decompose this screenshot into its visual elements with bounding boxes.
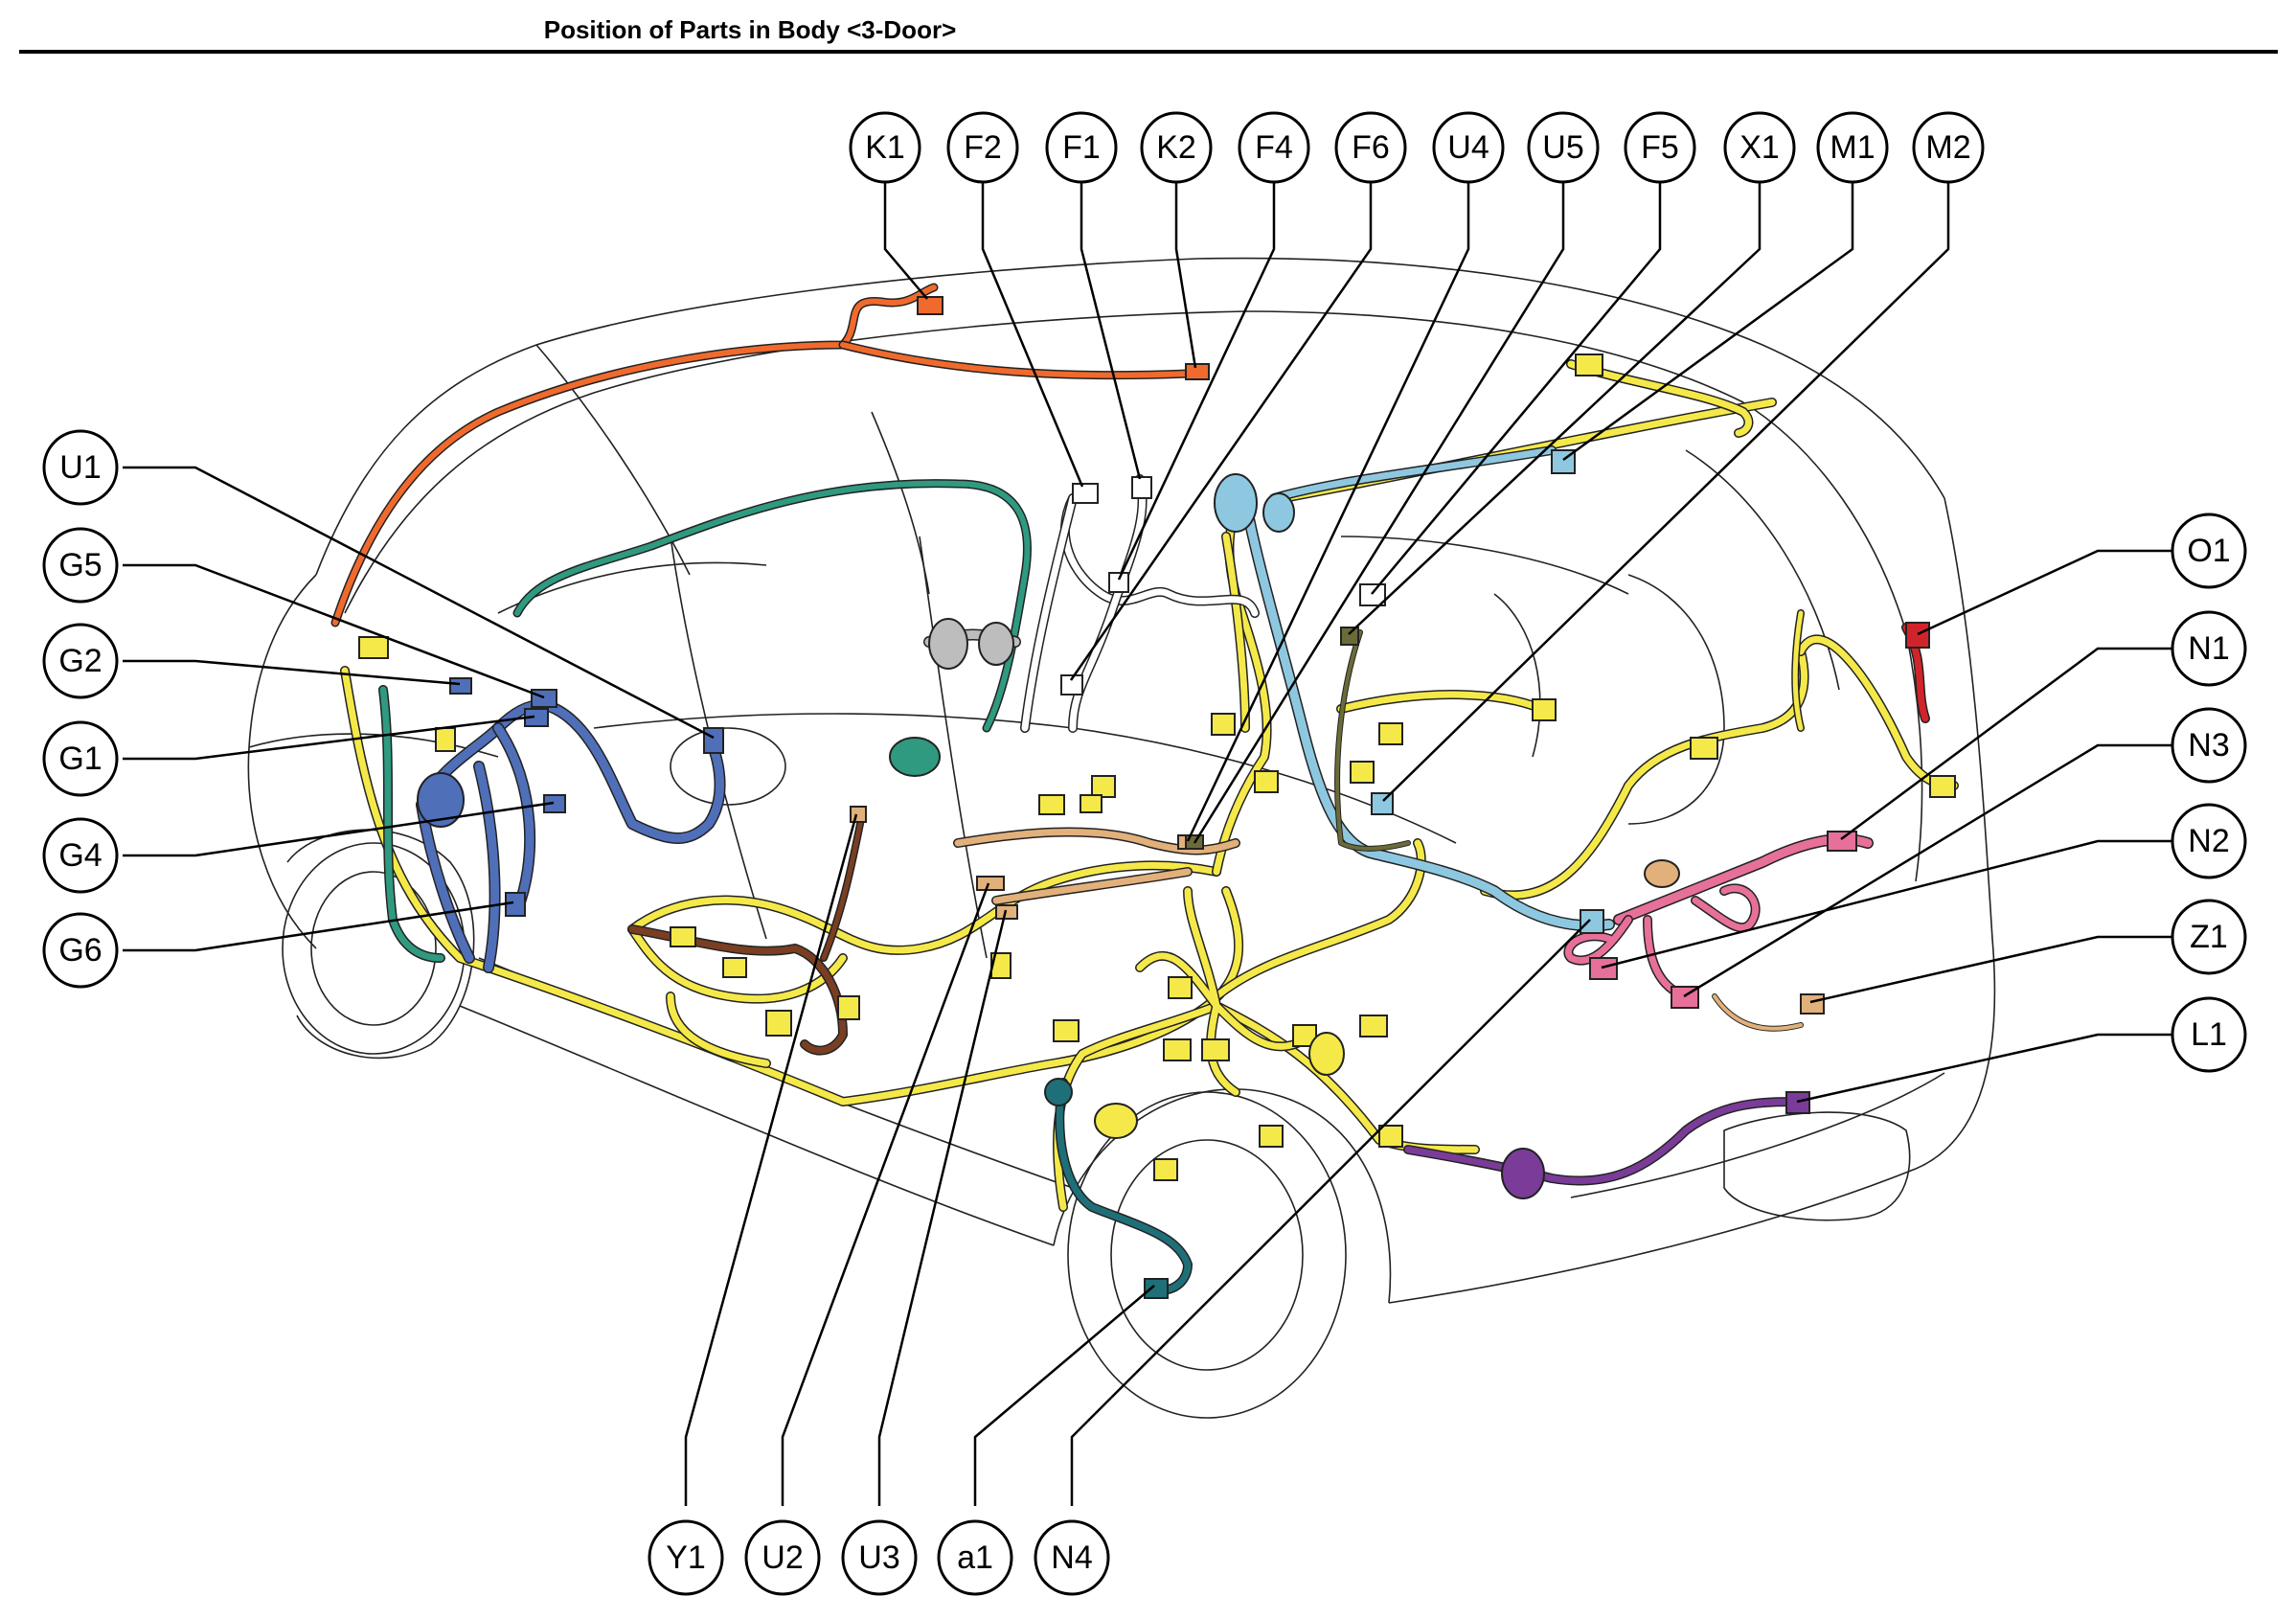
- callout-label: N4: [1051, 1539, 1092, 1576]
- callout-n1: N1: [2171, 610, 2247, 687]
- callout-u4: U4: [1432, 111, 1505, 184]
- callout-label: N3: [2188, 727, 2229, 764]
- callout-label: L1: [2191, 1016, 2227, 1053]
- connector-u3: [995, 904, 1018, 920]
- connector-o1: [1905, 622, 1930, 649]
- callout-label: K2: [1156, 129, 1196, 166]
- callout-label: Z1: [2190, 919, 2228, 955]
- callout-x1: X1: [1723, 111, 1796, 184]
- callout-label: Y1: [666, 1539, 706, 1576]
- callouts: K1 F2 F1 K2 F4 F6 U4 U5 F5 X1 M1 M2 U1 G…: [42, 111, 2247, 1596]
- callout-label: F2: [964, 129, 1002, 166]
- callout-n4: N4: [1034, 1519, 1110, 1596]
- callout-m1: M1: [1816, 111, 1889, 184]
- connector-u2: [976, 876, 1005, 891]
- callout-u2: U2: [744, 1519, 821, 1596]
- callout-u3: U3: [841, 1519, 918, 1596]
- connector-f5: [1359, 583, 1386, 606]
- callout-label: U2: [762, 1539, 803, 1576]
- callout-n3: N3: [2171, 707, 2247, 784]
- page-title: Position of Parts in Body <3-Door>: [543, 15, 957, 44]
- callout-label: M1: [1830, 129, 1875, 166]
- callout-label: M2: [1925, 129, 1970, 166]
- connector-f6: [1060, 674, 1083, 695]
- callout-g2: G2: [42, 623, 119, 699]
- connector-f2: [1072, 483, 1099, 504]
- title-divider: [19, 50, 2278, 54]
- callout-z1: Z1: [2171, 899, 2247, 975]
- callout-label: G1: [58, 741, 102, 777]
- callout-label: F5: [1641, 129, 1679, 166]
- connector-k2: [1185, 363, 1210, 380]
- roof-harness-orange: [330, 283, 939, 627]
- callout-k2: K2: [1140, 111, 1213, 184]
- callout-label: U3: [858, 1539, 899, 1576]
- callout-f1: F1: [1045, 111, 1118, 184]
- connector-n4: [1580, 909, 1604, 934]
- connector-m2: [1371, 792, 1394, 815]
- callout-label: F1: [1062, 129, 1101, 166]
- callout-g1: G1: [42, 720, 119, 797]
- callout-label: X1: [1739, 129, 1780, 166]
- callout-m2: M2: [1912, 111, 1985, 184]
- callout-label: G5: [58, 547, 102, 583]
- callout-f4: F4: [1238, 111, 1310, 184]
- connector-k1: [917, 296, 943, 315]
- connector-z1: [1800, 993, 1825, 1015]
- callout-u1: U1: [42, 429, 119, 506]
- wire-harnesses: [330, 283, 1959, 1295]
- callout-label: N2: [2188, 823, 2229, 859]
- callout-f6: F6: [1334, 111, 1407, 184]
- connector-y1: [850, 806, 867, 823]
- connector-n1: [1827, 831, 1857, 852]
- connector-n2: [1589, 957, 1618, 980]
- callout-label: G2: [58, 643, 102, 679]
- connector-g5: [531, 689, 557, 708]
- connector-g2: [449, 677, 472, 695]
- callout-label: G4: [58, 837, 102, 874]
- callout-label: F4: [1255, 129, 1293, 166]
- connector-f1: [1131, 476, 1152, 499]
- connector-f4: [1108, 572, 1129, 593]
- callout-g4: G4: [42, 817, 119, 894]
- callout-a1: a1: [937, 1519, 1013, 1596]
- callout-g6: G6: [42, 912, 119, 989]
- callout-u5: U5: [1527, 111, 1600, 184]
- callout-o1: O1: [2171, 513, 2247, 589]
- connector-u1: [703, 727, 724, 754]
- callout-label: U1: [59, 449, 101, 486]
- rear-harness-purple: [1403, 1097, 1806, 1186]
- instrument-harness-green: [512, 479, 1032, 733]
- callout-n2: N2: [2171, 803, 2247, 879]
- callout-label: K1: [865, 129, 905, 166]
- callout-label: U5: [1542, 129, 1583, 166]
- connector-m1: [1551, 449, 1576, 474]
- callout-label: U4: [1447, 129, 1489, 166]
- callout-label: a1: [957, 1539, 993, 1576]
- callout-l1: L1: [2171, 996, 2247, 1073]
- connector-x1: [1340, 627, 1359, 646]
- callout-label: F6: [1352, 129, 1390, 166]
- callout-label: G6: [58, 932, 102, 969]
- callout-label: N1: [2188, 630, 2229, 667]
- connectors: [358, 296, 1956, 1299]
- callout-f2: F2: [946, 111, 1019, 184]
- connector-a1: [1144, 1278, 1169, 1299]
- callout-k1: K1: [849, 111, 921, 184]
- callout-label: O1: [2187, 533, 2230, 569]
- callout-y1: Y1: [648, 1519, 724, 1596]
- callout-g5: G5: [42, 527, 119, 604]
- leader-lines: [123, 182, 2172, 1506]
- callout-f5: F5: [1624, 111, 1696, 184]
